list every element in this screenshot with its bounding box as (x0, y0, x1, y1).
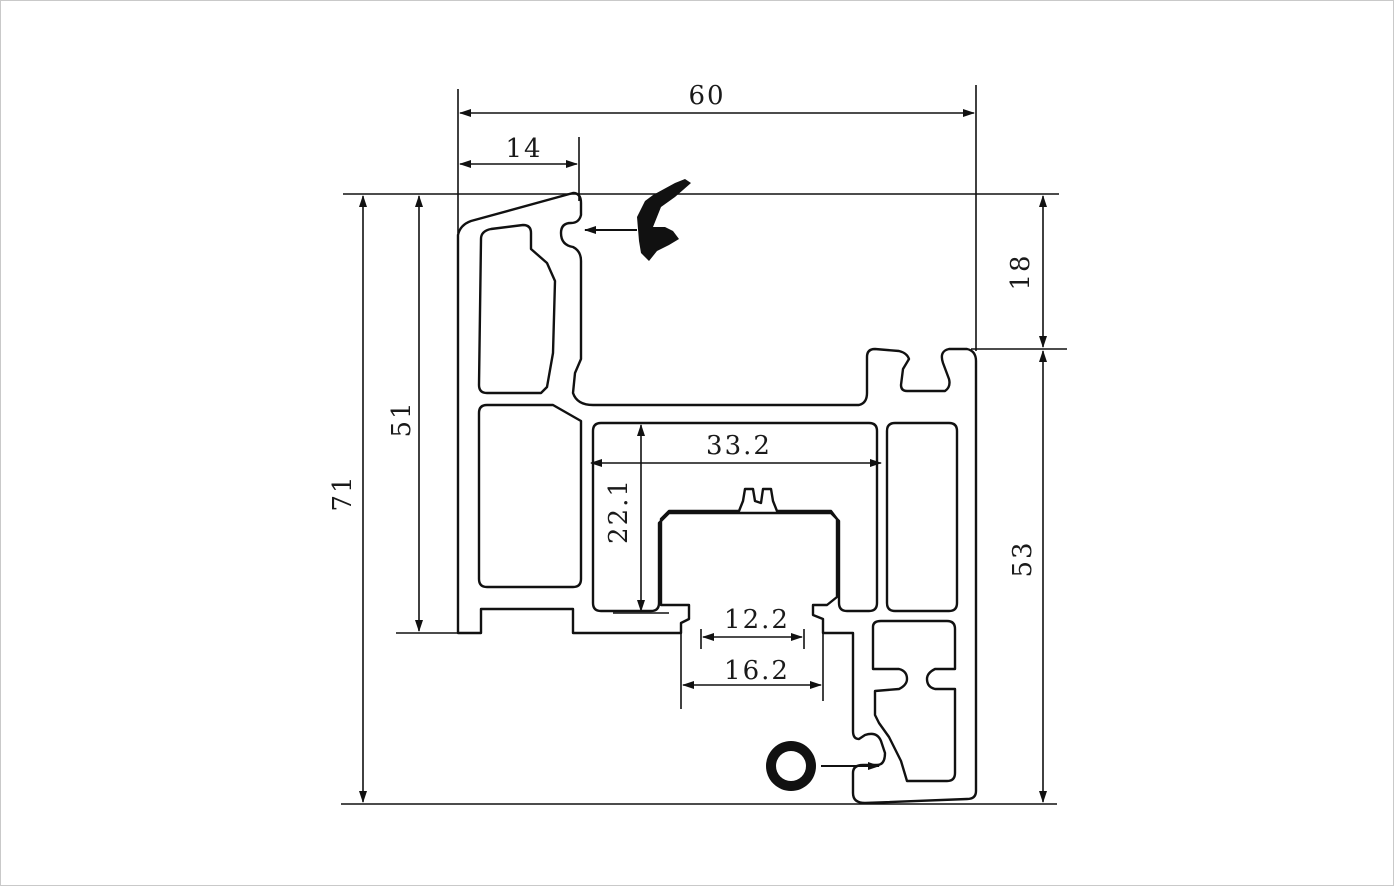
label-inner-chamber-width: 33.2 (706, 431, 772, 461)
label-slot-outer-width: 16.2 (724, 656, 790, 686)
label-left-height: 51 (387, 400, 417, 437)
bottom-gasket-inner (776, 751, 806, 781)
label-slot-inner-width: 12.2 (724, 605, 790, 635)
top-gasket-shape (637, 179, 691, 261)
dimension-labels: 60 14 18 53 71 51 33.2 22.1 12.2 16.2 (328, 81, 1038, 686)
label-left-leg-width: 14 (505, 134, 542, 164)
label-right-height: 53 (1008, 540, 1038, 577)
dimension-lines (359, 109, 1047, 803)
bottom-gasket (766, 741, 880, 791)
profile-outline (456, 191, 978, 805)
top-gasket (584, 179, 691, 261)
label-top-offset: 18 (1006, 253, 1036, 290)
label-total-width: 60 (688, 81, 725, 111)
label-inner-chamber-height: 22.1 (604, 478, 634, 544)
extension-lines (341, 85, 1067, 805)
label-total-height: 71 (328, 474, 358, 511)
